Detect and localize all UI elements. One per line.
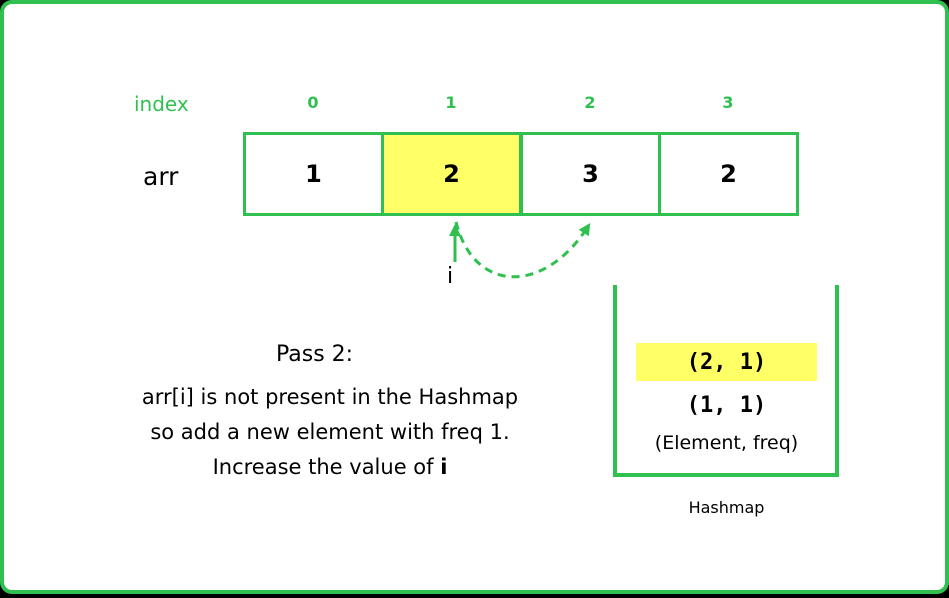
index-number-0: 0 <box>307 93 319 112</box>
hashmap-left-wall <box>613 285 617 476</box>
move-next-arrow-icon <box>454 221 591 279</box>
array-cell-0: 1 <box>243 132 384 216</box>
hashmap-bottom-wall <box>613 473 839 477</box>
hashmap-header: (Element, freq) <box>654 432 799 454</box>
array-label: arr <box>143 162 179 191</box>
pointer-label: i <box>447 264 454 289</box>
hashmap-right-wall <box>835 285 839 476</box>
pass-title: Pass 2: <box>276 342 354 367</box>
index-row-label: index <box>134 92 189 116</box>
pointer-arrows <box>449 221 591 279</box>
array-cell-value: 2 <box>720 160 737 188</box>
index-number-2: 2 <box>584 93 596 112</box>
array-cell-value: 3 <box>582 160 599 188</box>
array-cell-1: 2 <box>381 132 522 216</box>
description-line-2: so add a new element with freq 1. <box>150 420 510 444</box>
description-line-3: Increase the value of i <box>212 455 448 479</box>
hashmap-caption: Hashmap <box>688 498 765 517</box>
hashmap-entry: (2, 1) <box>636 343 817 381</box>
pass-description: arr[i] is not present in the Hashmap so … <box>94 380 566 485</box>
index-number-3: 3 <box>722 93 734 112</box>
array-cell-value: 1 <box>305 160 322 188</box>
index-number-1: 1 <box>445 93 457 112</box>
array-cell-3: 2 <box>658 132 799 216</box>
array-cell-value: 2 <box>443 160 460 188</box>
hashmap-entry: (1, 1) <box>686 392 767 418</box>
description-line-1: arr[i] is not present in the Hashmap <box>141 385 519 409</box>
pointer-variable: i <box>440 455 448 479</box>
